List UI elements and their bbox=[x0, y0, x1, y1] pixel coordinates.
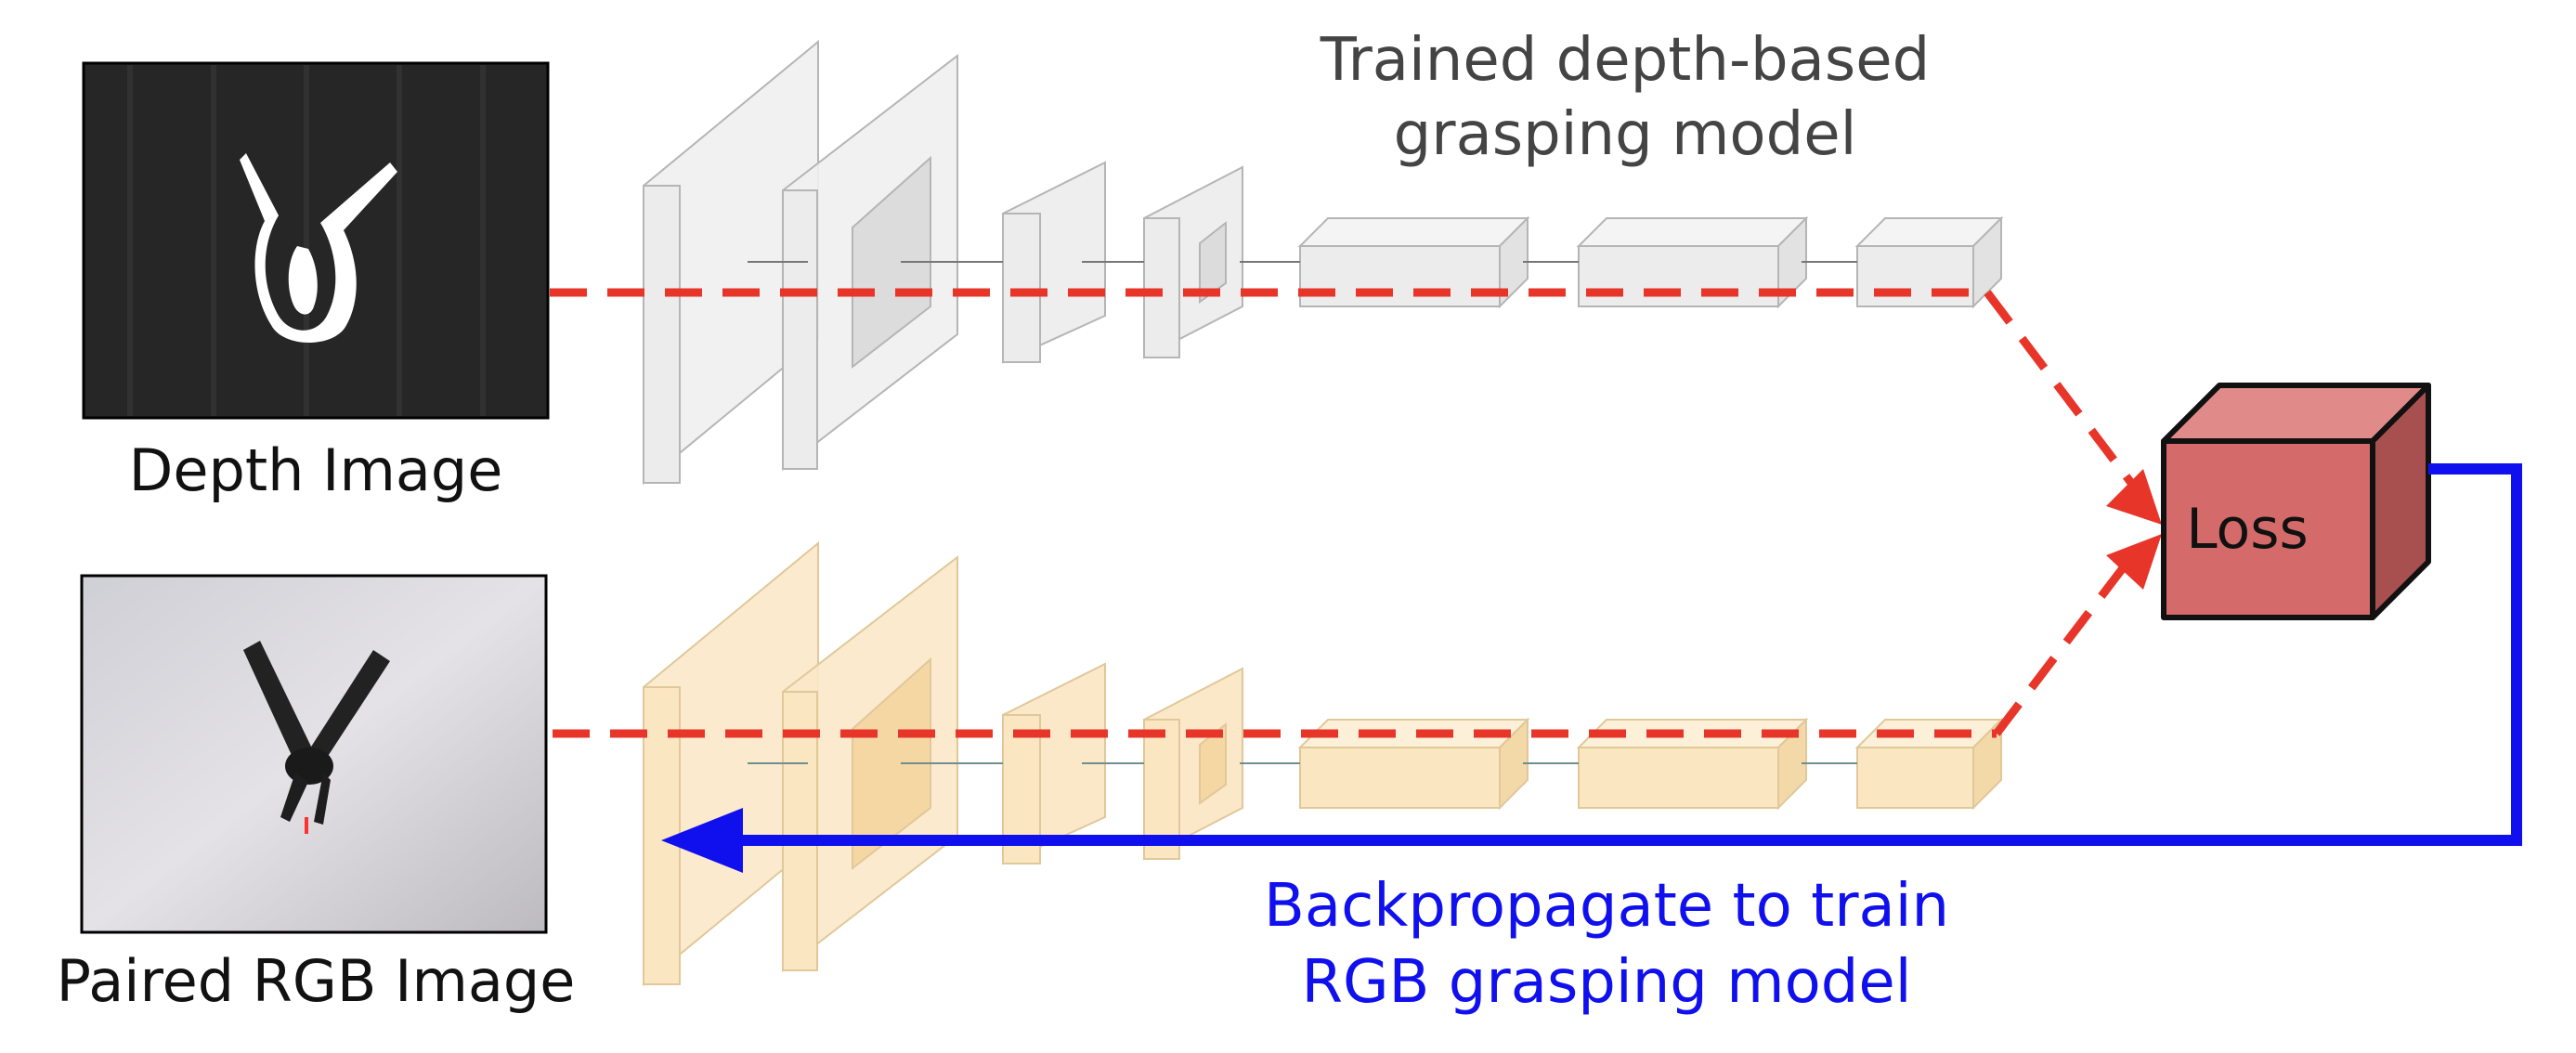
depth-layer-4 bbox=[1143, 165, 1243, 359]
backprop-caption: Backpropagate to train RGB grasping mode… bbox=[1161, 868, 2052, 1020]
rgb-to-loss-arrow bbox=[1993, 554, 2135, 736]
depth-image bbox=[82, 61, 550, 420]
backprop-arrow bbox=[661, 463, 2522, 873]
depth-model-title-line-1: Trained depth-based bbox=[1320, 26, 1931, 95]
depth-to-loss-arrow bbox=[1984, 290, 2135, 486]
rgb-fc-2 bbox=[1576, 717, 1809, 811]
clamp-photo-icon bbox=[243, 641, 390, 834]
rgb-layer-1 bbox=[643, 540, 819, 987]
depth-model-title-line-2: grasping model bbox=[1393, 100, 1857, 169]
depth-image-label: Depth Image bbox=[128, 436, 503, 504]
rgb-fc-3 bbox=[1854, 717, 2004, 811]
loss-cube bbox=[2161, 383, 2431, 620]
backprop-caption-line-1: Backpropagate to train bbox=[1263, 872, 1950, 941]
depth-layer-3 bbox=[1002, 161, 1106, 364]
depth-model bbox=[643, 39, 2004, 486]
loss-label: Loss bbox=[2186, 497, 2309, 562]
rgb-image bbox=[80, 574, 548, 934]
rgb-image-label: Paired RGB Image bbox=[56, 947, 576, 1015]
backprop-caption-line-2: RGB grasping model bbox=[1301, 948, 1912, 1017]
clamp-depth-icon bbox=[240, 153, 397, 344]
rgb-fc-1 bbox=[1297, 717, 1530, 811]
depth-arrowhead bbox=[2106, 469, 2162, 525]
rgb-layer-2 bbox=[782, 554, 958, 973]
depth-model-title: Trained depth-based grasping model bbox=[1207, 23, 2043, 172]
depth-layer-2 bbox=[782, 53, 958, 472]
forward-arrows bbox=[550, 288, 2135, 738]
rgb-layer-4 bbox=[1143, 667, 1243, 861]
rgb-arrowhead bbox=[2106, 534, 2162, 590]
rgb-layer-3 bbox=[1002, 662, 1106, 865]
rgb-model bbox=[643, 540, 2004, 987]
